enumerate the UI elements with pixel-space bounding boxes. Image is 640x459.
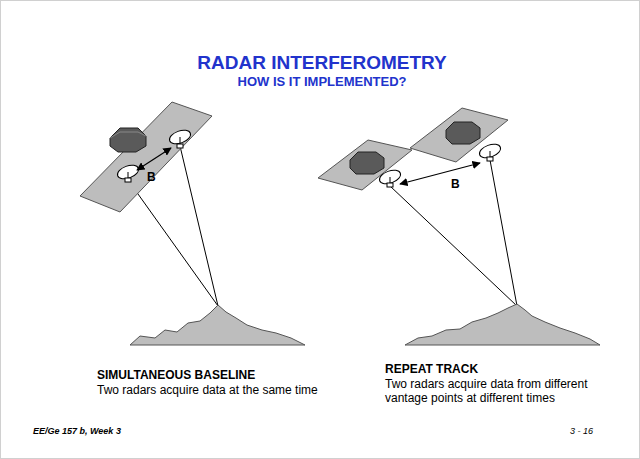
caption-body: Two radars acquire data at the same time [97, 383, 322, 397]
simultaneous-illustration [80, 102, 305, 345]
mountain [405, 304, 600, 345]
antenna-dish [116, 163, 141, 182]
footer-note: EE/Ge 157 b, Week 3 [33, 426, 121, 437]
antenna-dish [378, 168, 403, 187]
satellite-body [446, 122, 480, 144]
slide-subtitle: HOW IS IT IMPLEMENTED? [2, 74, 640, 90]
repeat-track-illustration [318, 108, 600, 345]
baseline-arrow [137, 148, 171, 170]
slide-title: RADAR INTERFEROMETRY [2, 52, 640, 75]
satellite-body [110, 128, 146, 152]
mountain [130, 305, 305, 345]
page-number: 3 - 16 [570, 426, 593, 437]
caption-heading: REPEAT TRACK [385, 362, 625, 376]
solar-panel [80, 102, 212, 212]
solar-panel [318, 140, 412, 190]
caption-body: Two radars acquire data from different v… [385, 377, 620, 406]
baseline-label: B [147, 170, 156, 184]
solar-panel [410, 108, 508, 162]
baseline-arrow [400, 163, 480, 184]
antenna-dish [478, 142, 503, 161]
baseline-label: B [451, 177, 460, 191]
satellite-body [350, 152, 384, 174]
caption-heading: SIMULTANEOUS BASELINE [97, 368, 337, 382]
